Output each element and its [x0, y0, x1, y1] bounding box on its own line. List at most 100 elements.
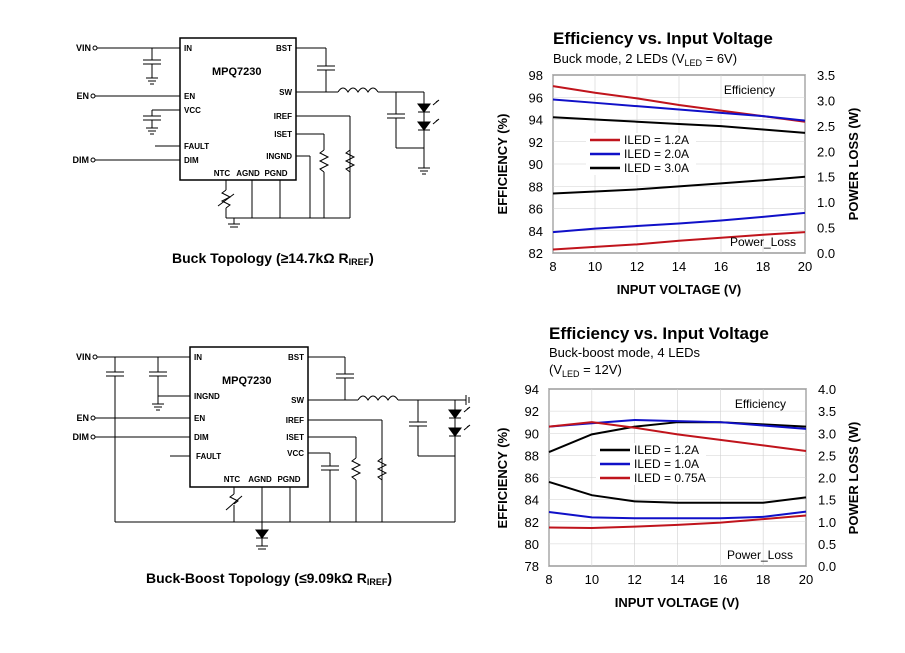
- legend-label: ILED = 2.0A: [624, 147, 689, 161]
- legend-bg: [596, 471, 706, 485]
- x-tick-label: 20: [798, 259, 812, 274]
- power-loss-line-1: [548, 480, 807, 504]
- legend-bg: [596, 443, 706, 457]
- chart-subtitle-line2: (VLED = 12V): [549, 362, 622, 379]
- y-left-tick-label: 92: [529, 135, 543, 150]
- pin-ntc: NTC: [224, 475, 241, 484]
- pin-sw: SW: [279, 88, 292, 97]
- series-lines: [552, 85, 806, 251]
- x-tick-label: 10: [588, 259, 602, 274]
- annotation-efficiency: Efficiency: [735, 397, 786, 411]
- y-right-tick-label: 2.0: [818, 471, 836, 486]
- y-right-tick-label: 2.5: [817, 119, 835, 134]
- net-vin: VIN: [76, 43, 91, 53]
- pin-agnd: AGND: [236, 169, 260, 178]
- x-tick-label: 18: [756, 572, 770, 587]
- chip-name: MPQ7230: [222, 375, 272, 387]
- y-right-tick-label: 3.5: [817, 68, 835, 83]
- pin-fault: FAULT: [184, 142, 209, 151]
- y-left-tick-label: 92: [525, 404, 539, 419]
- y-right-tick-label: 0.5: [817, 221, 835, 236]
- legend-label: ILED = 0.75A: [634, 471, 706, 485]
- y-left-tick-label: 94: [529, 113, 543, 128]
- buck-schematic-labels: MPQ7230 IN EN VCC FAULT DIM BST SW IREF …: [73, 43, 374, 267]
- power-loss-line-1: [552, 231, 806, 251]
- legend-label: ILED = 1.2A: [624, 133, 689, 147]
- y-right-tick-label: 3.0: [818, 426, 836, 441]
- x-axis-label: INPUT VOLTAGE (V): [617, 282, 741, 297]
- chip-name: MPQ7230: [212, 66, 262, 78]
- y-right-tick-label: 1.5: [818, 493, 836, 508]
- power-loss-line-3: [548, 514, 807, 529]
- efficiency-chart-buck-boost: Efficiency vs. Input Voltage Buck-boost …: [495, 324, 861, 610]
- power-loss-line-3: [552, 175, 806, 195]
- x-tick-label: 16: [713, 572, 727, 587]
- x-tick-label: 18: [756, 259, 770, 274]
- y-axis-left-label: EFFICIENCY (%): [495, 114, 510, 215]
- pin-sw: SW: [291, 396, 304, 405]
- pin-ntc: NTC: [214, 169, 231, 178]
- legend-label: ILED = 1.0A: [634, 457, 699, 471]
- x-tick-label: 8: [545, 572, 552, 587]
- pin-bst: BST: [288, 353, 304, 362]
- y-left-tick-label: 84: [525, 493, 539, 508]
- y-left-tick-label: 88: [529, 179, 543, 194]
- y-left-tick-label: 84: [529, 224, 543, 239]
- pin-ingnd: INGND: [266, 152, 292, 161]
- y-axis-right-label: POWER LOSS (W): [846, 108, 861, 221]
- schematic-caption: Buck-Boost Topology (≤9.09kΩ RIREF): [146, 570, 392, 587]
- pin-en: EN: [194, 414, 205, 423]
- x-axis-label: INPUT VOLTAGE (V): [615, 595, 739, 610]
- y-right-tick-label: 1.0: [817, 195, 835, 210]
- x-tick-label: 14: [670, 572, 684, 587]
- chart-title: Efficiency vs. Input Voltage: [553, 29, 773, 48]
- x-tick-label: 14: [672, 259, 686, 274]
- series-lines: [548, 418, 807, 529]
- y-left-tick-label: 88: [525, 448, 539, 463]
- net-dim: DIM: [73, 155, 90, 165]
- legend-bg: [586, 147, 696, 161]
- net-dim: DIM: [73, 432, 90, 442]
- y-left-tick-label: 82: [525, 515, 539, 530]
- y-right-tick-label: 4.0: [818, 382, 836, 397]
- y-right-tick-label: 2.5: [818, 448, 836, 463]
- efficiency-chart-buck: Efficiency vs. Input Voltage Buck mode, …: [495, 29, 861, 297]
- y-left-tick-label: 86: [529, 202, 543, 217]
- y-right-tick-label: 1.5: [817, 170, 835, 185]
- y-right-ticks: 4.03.53.02.52.01.51.00.50.0: [818, 382, 836, 574]
- legend-label: ILED = 3.0A: [624, 161, 689, 175]
- legend-bg: [586, 133, 696, 147]
- y-left-tick-label: 80: [525, 537, 539, 552]
- pin-vcc: VCC: [184, 106, 201, 115]
- y-right-ticks: 3.53.02.52.01.51.00.50.0: [817, 68, 835, 261]
- legend-bg: [596, 457, 706, 471]
- chart-subtitle: Buck mode, 2 LEDs (VLED = 6V): [553, 51, 737, 68]
- net-en: EN: [76, 413, 89, 423]
- pin-iset: ISET: [274, 130, 292, 139]
- y-right-tick-label: 0.0: [817, 246, 835, 261]
- net-en: EN: [76, 91, 89, 101]
- net-vin: VIN: [76, 352, 91, 362]
- pin-fault: FAULT: [196, 452, 221, 461]
- schematic-caption: Buck Topology (≥14.7kΩ RIREF): [172, 250, 374, 267]
- annotation-power-loss: Power_Loss: [730, 235, 796, 249]
- pin-dim: DIM: [184, 156, 199, 165]
- power-loss-line-2: [552, 211, 806, 234]
- annotation-power-loss: Power_Loss: [727, 548, 793, 562]
- efficiency-line-1: [548, 421, 807, 453]
- chip-body: [179, 37, 297, 181]
- y-left-tick-label: 90: [525, 426, 539, 441]
- buck-boost-schematic: [90, 346, 471, 550]
- chart-subtitle-line1: Buck-boost mode, 4 LEDs: [549, 345, 701, 360]
- y-left-tick-label: 82: [529, 246, 543, 261]
- y-left-tick-label: 94: [525, 382, 539, 397]
- pin-iref: IREF: [286, 416, 304, 425]
- chart-title: Efficiency vs. Input Voltage: [549, 324, 769, 343]
- pin-iref: IREF: [274, 112, 292, 121]
